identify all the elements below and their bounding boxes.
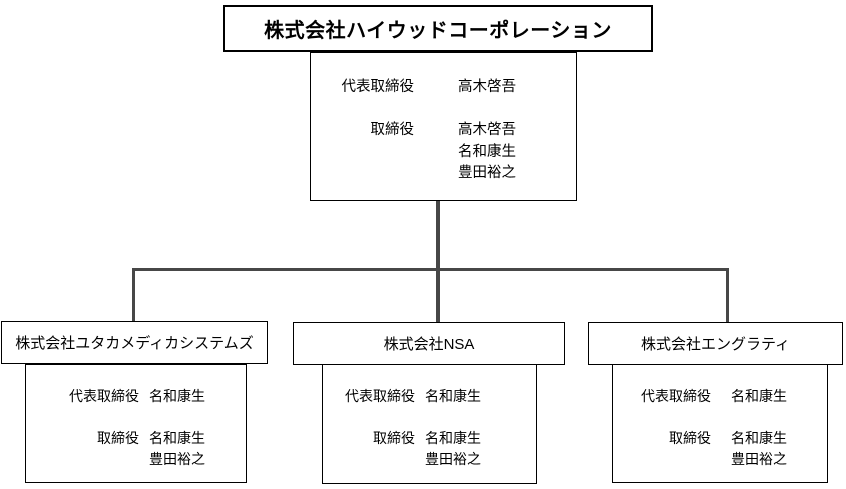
connector-left-drop-line [131, 268, 135, 322]
role-label: 代表取締役 [69, 388, 139, 404]
subsidiary-1-officers-box: 代表取締役 名和康生 取締役 名和康生 豊田裕之 [25, 364, 247, 483]
subsidiary-2-company-name: 株式会社NSA [383, 336, 475, 353]
officer-name: 名和康生 [149, 430, 205, 446]
parent-directors-row: 取締役 高木啓吾 名和康生 豊田裕之 [311, 120, 576, 185]
officer-name: 名和康生 [731, 388, 787, 404]
directors-row: 取締役 名和康生 豊田裕之 [613, 428, 827, 470]
officer-name: 高木啓吾 [458, 79, 516, 95]
row-spacer [311, 99, 576, 121]
directors-row: 取締役 名和康生 豊田裕之 [323, 428, 536, 470]
role-label: 取締役 [373, 430, 415, 446]
parent-company-box: 株式会社ハイウッドコーポレーション [223, 5, 653, 52]
officer-name: 名和康生 [149, 388, 205, 404]
subsidiary-3-officers-box: 代表取締役 名和康生 取締役 名和康生 豊田裕之 [612, 364, 828, 483]
representative-director-row: 代表取締役 名和康生 [26, 386, 246, 407]
officer-name: 名和康生 [458, 143, 516, 160]
row-spacer [323, 407, 536, 428]
connector-horizontal-line [131, 268, 729, 271]
role-label: 取締役 [669, 430, 711, 446]
officer-name: 豊田裕之 [731, 451, 787, 467]
row-spacer [26, 407, 246, 428]
representative-director-row: 代表取締役 名和康生 [323, 386, 536, 407]
subsidiary-3-company-box: 株式会社エングラティ [588, 322, 843, 365]
officer-name: 名和康生 [425, 430, 481, 446]
parent-company-name: 株式会社ハイウッドコーポレーション [264, 20, 612, 42]
role-label: 代表取締役 [345, 388, 415, 404]
role-label: 代表取締役 [341, 79, 415, 95]
parent-representative-director-row: 代表取締役 高木啓吾 [311, 77, 576, 99]
directors-row: 取締役 名和康生 豊田裕之 [26, 428, 246, 470]
role-label: 取締役 [97, 430, 139, 446]
officer-name: 名和康生 [731, 430, 787, 446]
officer-name: 高木啓吾 [458, 122, 516, 138]
officer-name: 豊田裕之 [149, 451, 205, 467]
subsidiary-1-company-name: 株式会社ユタカメディカシステムズ [15, 335, 254, 352]
role-label: 取締役 [370, 122, 415, 138]
officer-name: 豊田裕之 [425, 451, 481, 467]
officer-name: 名和康生 [425, 388, 481, 404]
officer-name: 豊田裕之 [458, 165, 516, 181]
connector-right-drop-line [725, 268, 729, 322]
row-spacer [613, 407, 827, 428]
subsidiary-3-company-name: 株式会社エングラティ [640, 336, 791, 353]
role-label: 代表取締役 [641, 388, 711, 404]
subsidiary-2-officers-box: 代表取締役 名和康生 取締役 名和康生 豊田裕之 [322, 364, 537, 484]
connector-parent-drop-line [435, 200, 440, 322]
representative-director-row: 代表取締役 名和康生 [613, 386, 827, 407]
subsidiary-1-company-box: 株式会社ユタカメディカシステムズ [1, 321, 268, 364]
parent-officers-box: 代表取締役 高木啓吾 取締役 高木啓吾 名和康生 豊田裕之 [310, 52, 577, 201]
subsidiary-2-company-box: 株式会社NSA [293, 322, 565, 365]
